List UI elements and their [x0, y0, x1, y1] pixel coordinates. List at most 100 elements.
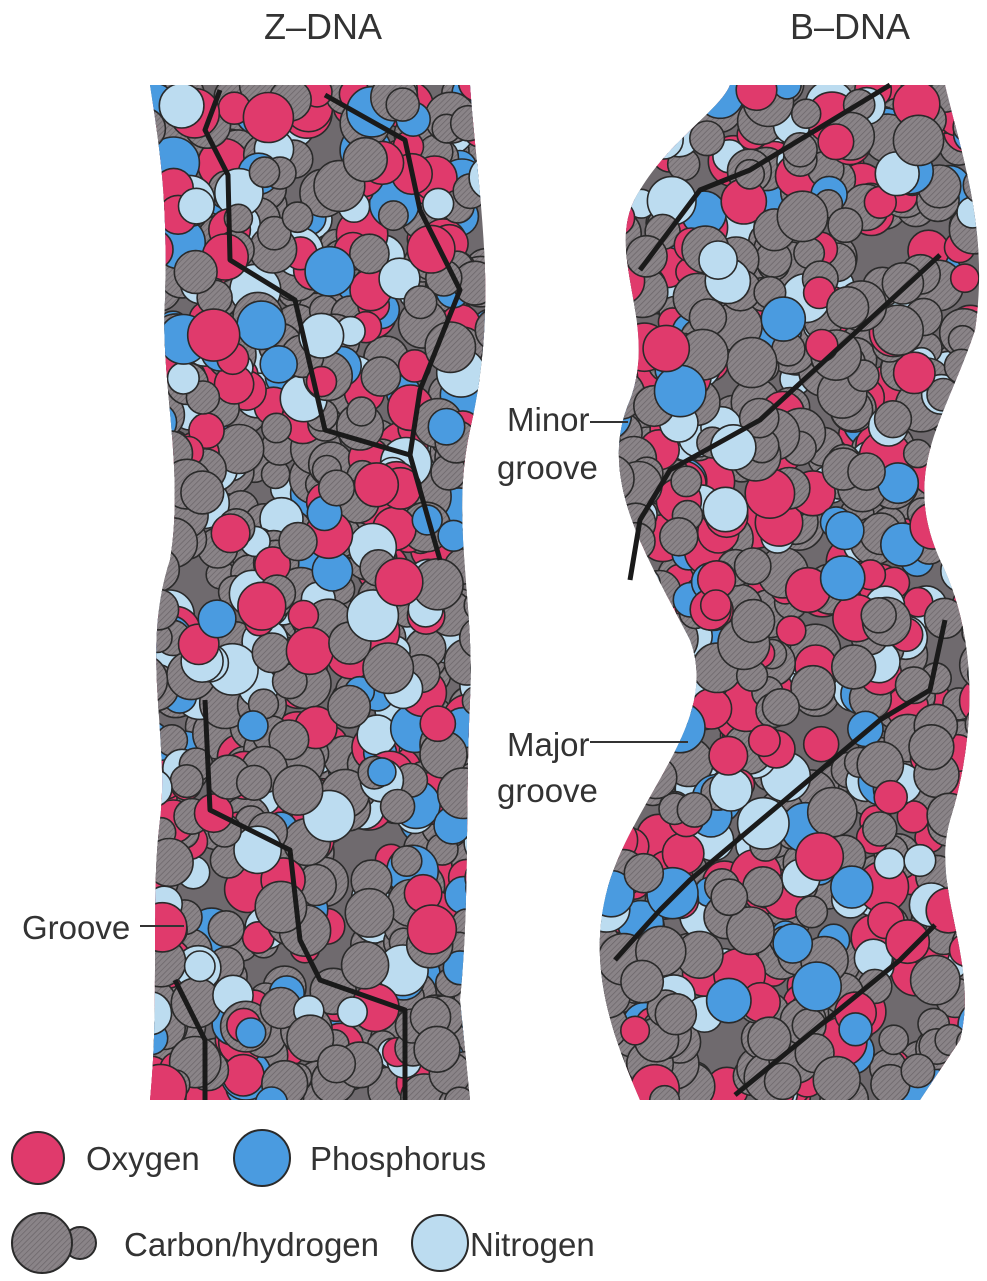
- atom-sphere: [582, 1031, 611, 1060]
- atom-sphere: [650, 89, 685, 124]
- atom-sphere: [627, 687, 674, 734]
- legend-phosphorus-swatch: [234, 1130, 290, 1186]
- atom-sphere: [445, 877, 482, 914]
- atom-sphere: [482, 595, 514, 627]
- atom-sphere: [466, 871, 498, 903]
- atom-sphere: [621, 720, 673, 772]
- atom-sphere: [839, 1013, 872, 1046]
- atom-sphere: [792, 99, 821, 128]
- atom-sphere: [861, 598, 896, 633]
- atom-sphere: [127, 434, 173, 480]
- atom-sphere: [596, 304, 626, 334]
- atom-sphere: [125, 108, 166, 149]
- atom-sphere: [445, 1087, 475, 1117]
- atom-sphere: [577, 1040, 620, 1083]
- atom-sphere: [451, 106, 486, 141]
- atom-sphere: [347, 397, 376, 426]
- atom-sphere: [602, 742, 645, 785]
- atom-sphere: [125, 686, 161, 722]
- atom-sphere: [967, 130, 987, 176]
- atom-sphere: [951, 1046, 981, 1076]
- minor-groove-label-line2: groove: [497, 449, 598, 487]
- atom-sphere: [773, 924, 812, 963]
- atom-sphere: [950, 457, 987, 505]
- atom-sphere: [904, 845, 936, 877]
- atom-sphere: [414, 1026, 460, 1072]
- atom-sphere: [469, 155, 514, 200]
- atom-sphere: [480, 970, 519, 1009]
- atom-sphere: [904, 440, 932, 468]
- atom-sphere: [569, 129, 610, 170]
- atom-sphere: [956, 563, 987, 610]
- atom-sphere: [138, 589, 179, 630]
- atom-sphere: [328, 686, 370, 728]
- atom-sphere: [732, 600, 775, 643]
- atom-sphere: [743, 867, 783, 907]
- z-dna-title: Z–DNA: [264, 8, 382, 46]
- atom-sphere: [955, 515, 986, 546]
- atom-sphere: [875, 401, 912, 438]
- atom-sphere: [777, 191, 827, 241]
- atom-sphere: [945, 852, 987, 895]
- atom-sphere: [139, 534, 171, 566]
- atom-sphere: [580, 122, 632, 174]
- groove-leader-line: [140, 925, 184, 927]
- atom-sphere: [138, 280, 169, 311]
- b-dna-title: B–DNA: [790, 8, 910, 46]
- atom-sphere: [262, 413, 291, 442]
- atom-sphere: [848, 453, 885, 490]
- atom-sphere: [438, 520, 469, 551]
- atom-sphere: [368, 758, 396, 786]
- atom-sphere: [934, 439, 974, 479]
- atom-sphere: [473, 545, 507, 579]
- atom-sphere: [832, 645, 876, 689]
- atom-sphere: [386, 88, 419, 121]
- atom-sphere: [957, 482, 987, 519]
- atom-sphere: [145, 839, 193, 887]
- atom-sphere: [727, 338, 777, 388]
- atom-sphere: [599, 680, 649, 730]
- atom-sphere: [381, 790, 415, 824]
- atom-sphere: [565, 341, 609, 385]
- atom-sphere: [874, 848, 904, 878]
- atom-sphere: [478, 662, 513, 697]
- atom-sphere: [468, 1037, 502, 1071]
- atom-sphere: [579, 536, 619, 576]
- atom-sphere: [603, 667, 640, 704]
- groove-label: Groove: [22, 909, 130, 947]
- atom-sphere: [921, 475, 952, 506]
- atom-sphere: [571, 240, 601, 270]
- atom-sphere: [404, 286, 437, 319]
- atom-sphere: [478, 572, 510, 604]
- atom-sphere: [174, 251, 217, 294]
- atom-sphere: [648, 618, 676, 646]
- atom-sphere: [170, 765, 203, 798]
- atom-sphere: [288, 601, 318, 631]
- atom-sphere: [901, 1054, 934, 1087]
- atom-sphere: [826, 512, 864, 550]
- atom-sphere: [583, 318, 619, 354]
- atom-sphere: [580, 1044, 613, 1077]
- atom-sphere: [796, 833, 844, 881]
- atom-sphere: [964, 109, 987, 147]
- atom-sphere: [636, 107, 681, 152]
- atom-sphere: [622, 601, 661, 640]
- atom-sphere: [132, 229, 173, 270]
- atom-sphere: [318, 1045, 356, 1083]
- atom-sphere: [707, 978, 751, 1022]
- atom-sphere: [129, 388, 170, 429]
- atom-sphere: [137, 403, 176, 442]
- atom-sphere: [570, 1017, 600, 1047]
- atom-sphere: [806, 330, 838, 362]
- atom-sphere: [571, 136, 614, 179]
- atom-sphere: [950, 510, 987, 559]
- atom-sphere: [478, 135, 522, 179]
- atom-sphere: [828, 208, 862, 242]
- atom-sphere: [279, 523, 317, 561]
- atom-sphere: [574, 353, 621, 400]
- atom-sphere: [361, 357, 400, 396]
- atom-sphere: [461, 502, 499, 540]
- atom-sphere: [460, 617, 501, 658]
- atom-sphere: [596, 717, 638, 759]
- atom-sphere: [874, 781, 907, 814]
